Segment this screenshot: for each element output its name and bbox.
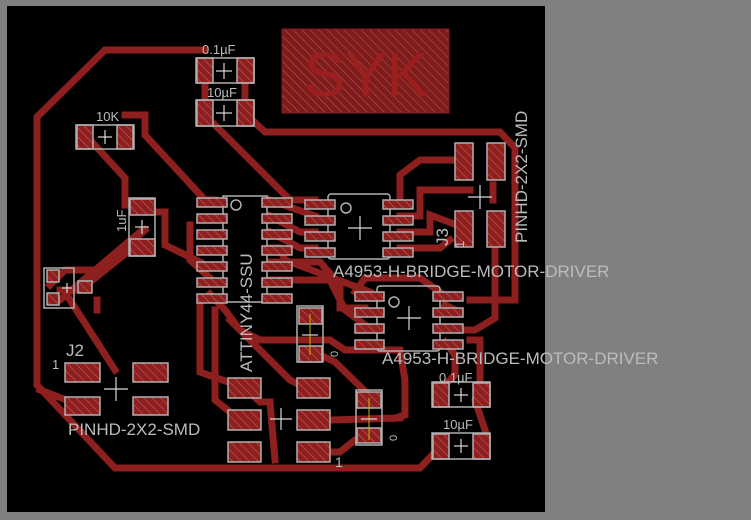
j3-label: J3 (433, 228, 452, 246)
resistor-label: 10K (96, 109, 119, 124)
cap-label: 1uF (114, 210, 129, 232)
resistor-10k[interactable]: 10K (75, 109, 135, 150)
cap-label: 0.1µF (202, 42, 236, 57)
driver-label: A4953-H-BRIDGE-MOTOR-DRIVER (333, 262, 609, 281)
j2-label: J2 (66, 341, 84, 360)
driver-label: A4953-H-BRIDGE-MOTOR-DRIVER (382, 349, 658, 368)
cap-label: 0.1µF (439, 370, 473, 385)
sot-component[interactable] (43, 267, 93, 309)
j2-value-label: PINHD-2X2-SMD (68, 420, 200, 439)
led-2[interactable]: 0 (355, 389, 400, 446)
cap-label: 10µF (443, 417, 473, 432)
switch-6pad[interactable]: 1 (227, 377, 343, 470)
capacitor-0.1uF-top[interactable]: 0.1µF (195, 42, 255, 84)
ic-a4953-top[interactable]: A4953-H-BRIDGE-MOTOR-DRIVER (304, 193, 609, 281)
capacitor-10uF-bottom[interactable]: 10µF (431, 417, 491, 460)
logo-text: SYK (304, 41, 428, 110)
attiny-right-pads (261, 197, 293, 304)
logo-syk: SYK (281, 28, 450, 114)
led-1[interactable]: 0 (296, 305, 341, 363)
capacitor-10uF-top[interactable]: 10µF (195, 85, 255, 127)
switch-pin1-label: 1 (335, 454, 343, 470)
mcu-label: ATTINY44-SSU (237, 253, 256, 372)
cap-label: 10µF (207, 85, 237, 100)
connector-j2[interactable]: J2 1 PINHD-2X2-SMD (52, 341, 200, 439)
connector-j3[interactable]: J3 1 PINHD-2X2-SMD (433, 111, 531, 248)
led-mark: 0 (388, 435, 400, 441)
led-mark: 0 (329, 351, 341, 357)
capacitor-0.1uF-bottom[interactable]: 0.1µF (431, 370, 491, 408)
j3-pin1-label: 1 (452, 241, 467, 248)
j3-value-label: PINHD-2X2-SMD (512, 111, 531, 243)
ic-a4953-bottom[interactable]: A4953-H-BRIDGE-MOTOR-DRIVER (354, 285, 658, 368)
j2-pin1-label: 1 (52, 357, 59, 372)
capacitor-1uF[interactable]: 1uF (114, 197, 156, 257)
ic-attiny44[interactable]: ATTINY44-SSU (196, 195, 293, 372)
attiny-left-pads (196, 197, 228, 304)
